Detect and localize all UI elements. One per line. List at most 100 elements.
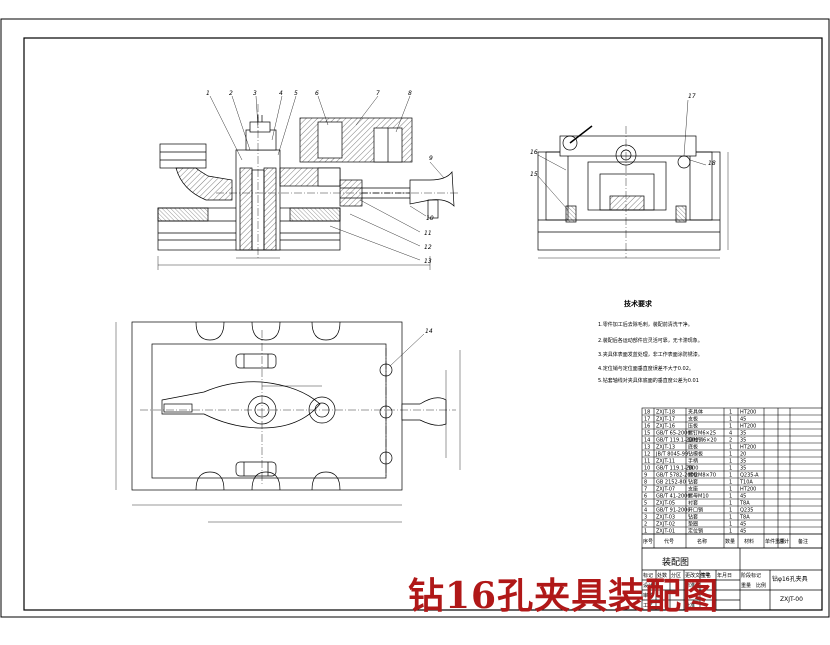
bom-cell-qty: 1 [729,458,732,464]
bom-cell-mat: 35 [740,437,746,443]
tech-req-5: 5.钻套轴线对夹具体底面的垂直度公差为0.01 [598,377,699,384]
bom-cell-name: 底板 [688,443,698,450]
callout-5: 5 [294,90,298,97]
bom-cell-qty: 1 [729,409,732,415]
callout-12: 12 [424,244,432,251]
callout-1: 1 [206,90,210,97]
bom-header-total: 总计 [779,538,789,545]
bom-header-qty: 数量 [725,538,735,545]
bom-cell-name: 钻套 [688,513,698,520]
callout-4: 4 [279,90,283,97]
tech-req-2: 2.装配后各运动部件应灵活可靠，无卡滞现象。 [598,337,703,344]
bom-header-mat: 材料 [744,538,754,545]
tb-label-date: 年月日 [717,572,732,579]
bom-header-weight: 单件重量 [765,538,785,545]
bom-cell-name: 压板 [688,422,698,429]
inner-frame [23,37,823,611]
bom-cell-no: 1 [644,528,647,534]
bom-cell-mat: 35 [740,430,746,436]
bom-cell-qty: 1 [729,472,732,478]
callout-10: 10 [426,215,434,222]
callout-6: 6 [315,90,319,97]
bom-cell-qty: 1 [729,493,732,499]
tb-label-review: 审核 [643,592,653,599]
bom-cell-name: 垫圈 [688,520,698,527]
bom-cell-qty: 1 [729,507,732,513]
bom-cell-mat: HT200 [740,486,756,492]
tb-label-change: 更改文件号 [685,572,710,579]
bom-cell-name: 手柄 [688,457,698,464]
outer-frame [0,18,830,618]
tb-label-process: 工艺 [643,603,653,609]
bom-header-name: 名称 [697,538,707,545]
bom-cell-no: 4 [644,507,647,513]
bom-cell-code: ZXJT-18 [656,409,675,415]
tb-label-sign: 签名 [701,572,711,579]
bom-header: 序号 代号 名称 数量 材料 单件重量 总计 备注 [643,538,808,545]
bom-cell-mat: 35 [740,465,746,471]
callout-9: 9 [429,155,433,162]
tb-label-mark: 标记 [643,572,653,579]
bom-cell-mat: T10A [739,479,753,485]
bom-cell-no: 6 [644,493,647,499]
bom-cell-code: ZXJT-16 [656,423,675,429]
bom-cell-code: GB/T 5782-2000 [656,472,697,478]
bom-cell-qty: 1 [729,465,732,471]
bom-cell-code: ZXJT-02 [656,521,675,527]
drawing-name: 装配图 [662,556,689,568]
bom-cell-mat: 45 [740,493,746,499]
bom-cell-name: 开口销 [688,506,703,513]
callout-13: 13 [424,258,432,265]
bom-cell-no: 12 [644,451,650,457]
callout-2: 2 [229,90,233,97]
bom-cell-qty: 1 [729,444,732,450]
callout-15: 15 [530,171,538,178]
bom-cell-mat: T8A [739,500,750,506]
callout-16: 16 [530,149,538,156]
title-block [641,547,823,611]
bom-cell-name: 螺栓M8×70 [688,471,716,478]
callout-17: 17 [688,93,696,100]
bom-cell-mat: 35 [740,458,746,464]
bom-cell-code: GB/T 41-2000 [656,493,691,499]
bom-cell-qty: 1 [729,500,732,506]
bom-cell-no: 13 [644,444,650,450]
bom-cell-no: 7 [644,486,647,492]
bom-header-no: 序号 [643,538,653,545]
bom-cell-no: 3 [644,514,647,520]
bom-cell-code: JB/T 8045-99 [655,451,688,457]
callout-18: 18 [708,160,716,167]
bom-cell-code: ZXJT-07 [656,486,675,492]
bom-cell-qty: 4 [729,430,732,436]
bom-cell-name: 螺钉M6×25 [688,429,716,436]
bom-cell-qty: 1 [729,479,732,485]
tb-label-scale: 比例 [756,582,766,589]
bom-cell-no: 2 [644,521,647,527]
bom-cell-name: 支座 [688,485,698,492]
bom-cell-no: 10 [644,465,650,471]
bom-cell-code: GB 2152-80 [656,479,686,485]
bom-cell-mat: 45 [740,528,746,534]
bom-cell-code: ZXJT-05 [656,500,675,506]
bom-cell-no: 8 [644,479,647,485]
bom-cell-name: 定位销 [688,527,703,534]
bom-cell-code: ZXJT-11 [656,458,675,464]
callout-11: 11 [424,230,432,237]
bom-cell-qty: 1 [729,521,732,527]
bom-cell-qty: 1 [729,423,732,429]
top-view [115,321,461,523]
bom-cell-mat: Q235 [740,507,753,513]
bom-cell-qty: 1 [729,514,732,520]
tech-req-3: 3.夹具体表面发蓝处理，非工作表面涂防锈漆。 [598,351,703,358]
bom-cell-name: 螺母M10 [688,492,709,499]
bom-cell-no: 15 [644,430,650,436]
